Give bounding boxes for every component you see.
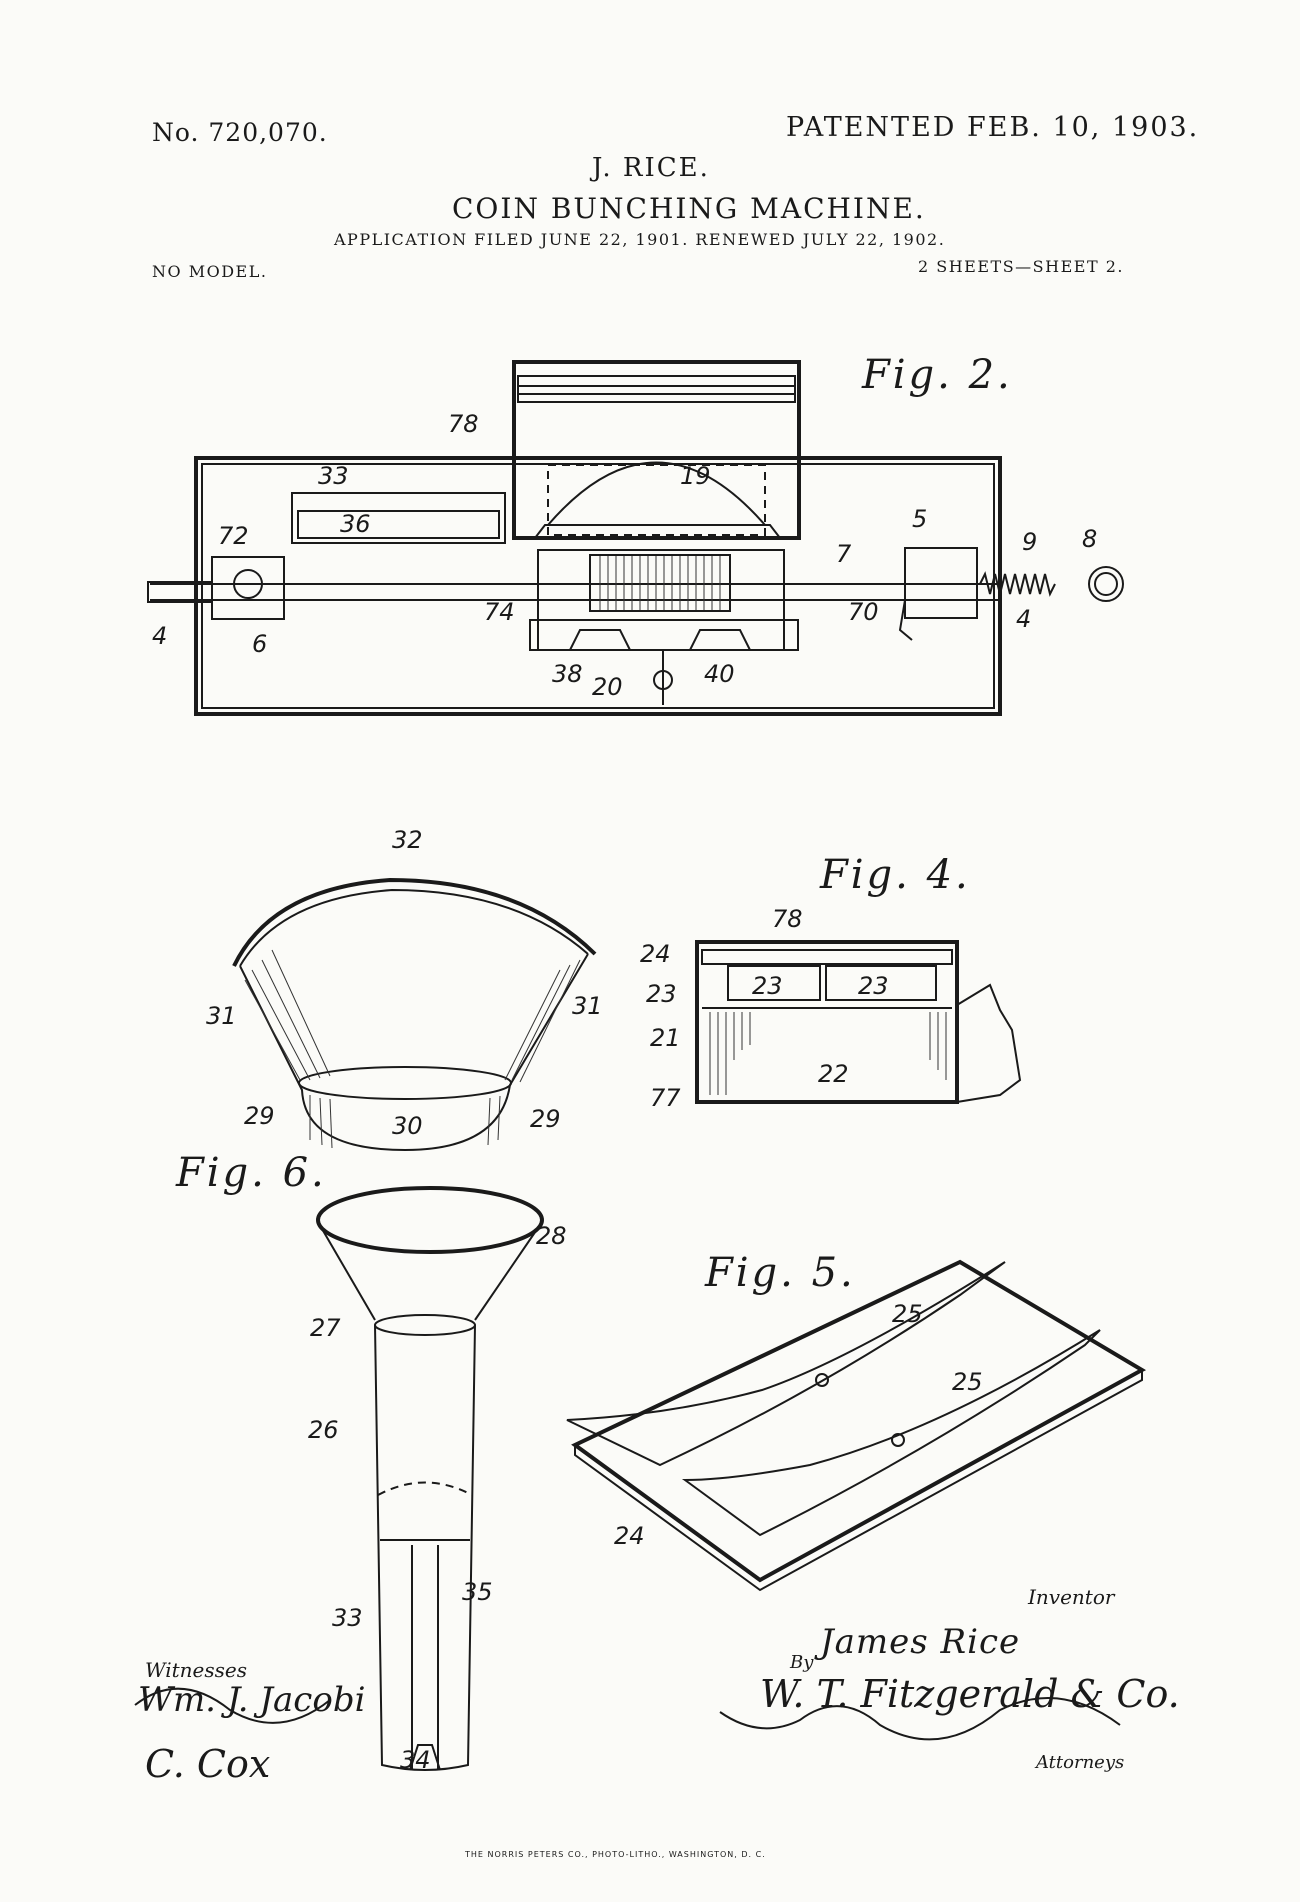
by-label: By xyxy=(790,1652,814,1673)
fig3-ref-29-left: 29 xyxy=(244,1102,275,1130)
fig4-ref-77: 77 xyxy=(650,1084,681,1112)
fig4-ref-24: 24 xyxy=(640,940,671,968)
inventor-signature: James Rice xyxy=(820,1622,1021,1662)
fig3-ref-32: 32 xyxy=(392,826,423,854)
witnesses-label: Witnesses xyxy=(145,1658,247,1682)
fig2-ref-6: 6 xyxy=(252,630,268,658)
fig4-ref-22: 22 xyxy=(818,1060,849,1088)
fig5-ref-25-lower: 25 xyxy=(952,1368,983,1396)
fig6-ref-33: 33 xyxy=(332,1604,363,1632)
fig2-ref-78: 78 xyxy=(448,410,479,438)
fig4-ref-23-left: 23 xyxy=(646,980,677,1008)
printer-credit: THE NORRIS PETERS CO., PHOTO-LITHO., WAS… xyxy=(465,1850,766,1859)
witness-2-signature: C. Cox xyxy=(145,1742,271,1786)
fig2-drawing xyxy=(147,360,1124,716)
fig2-ref-72: 72 xyxy=(218,522,249,550)
fig4-label: Fig. 4. xyxy=(820,852,971,898)
fig2-ref-8: 8 xyxy=(1082,525,1098,553)
fig2-ref-19: 19 xyxy=(680,462,711,490)
fig2-ref-20: 20 xyxy=(592,673,623,701)
inventor-label: Inventor xyxy=(1028,1585,1115,1609)
fig6-ref-27: 27 xyxy=(310,1314,341,1342)
model-note: NO MODEL. xyxy=(152,262,268,281)
fig5-ref-25-upper: 25 xyxy=(892,1300,923,1328)
fig2-ref-4-right: 4 xyxy=(1016,605,1032,633)
fig6-ref-26: 26 xyxy=(308,1416,339,1444)
fig3-ref-31-left: 31 xyxy=(206,1002,237,1030)
fig6-funnel xyxy=(316,1186,544,1771)
fig3-ref-29-right: 29 xyxy=(530,1105,561,1133)
patented-date: PATENTED FEB. 10, 1903. xyxy=(786,112,1200,143)
patent-title: COIN BUNCHING MACHINE. xyxy=(452,192,926,225)
fig4-ref-78: 78 xyxy=(772,905,803,933)
fig2-ref-70: 70 xyxy=(848,598,879,626)
fig4-ref-21: 21 xyxy=(650,1024,681,1052)
patent-number: No. 720,070. xyxy=(152,118,328,147)
fig6-ref-35: 35 xyxy=(462,1578,493,1606)
witness-1-signature: Wm. J. Jacobi xyxy=(138,1680,366,1720)
fig2-ref-36: 36 xyxy=(340,510,371,538)
fig6-ref-28: 28 xyxy=(536,1222,567,1250)
fig2-ref-5: 5 xyxy=(912,505,928,533)
fig2-ref-74: 74 xyxy=(484,598,515,626)
application-filed-line: APPLICATION FILED JUNE 22, 1901. RENEWED… xyxy=(334,230,946,249)
fig2-ref-7: 7 xyxy=(836,540,852,568)
witness-signature-flourish xyxy=(134,1687,331,1724)
fig4-ref-23-right: 23 xyxy=(858,972,889,1000)
fig2-ref-38: 38 xyxy=(552,660,583,688)
fig2-label: Fig. 2. xyxy=(862,352,1013,398)
fig5-plates xyxy=(566,1259,1147,1592)
fig2-ref-40: 40 xyxy=(704,660,735,688)
fig6-ref-34: 34 xyxy=(400,1746,431,1774)
fig5-label: Fig. 5. xyxy=(705,1250,856,1296)
fig3-ref-30: 30 xyxy=(392,1112,423,1140)
fig2-ref-4-left: 4 xyxy=(152,622,168,650)
fig6-label: Fig. 6. xyxy=(176,1150,327,1196)
attorneys-label: Attorneys xyxy=(1036,1752,1125,1773)
fig3-cup xyxy=(232,877,597,1152)
fig5-ref-24: 24 xyxy=(614,1522,645,1550)
inventor-name-header: J. RICE. xyxy=(592,153,710,183)
fig4-ref-23-middle: 23 xyxy=(752,972,783,1000)
fig4-section xyxy=(695,940,1022,1104)
fig2-ref-9: 9 xyxy=(1022,528,1038,556)
attorney-signature-flourish xyxy=(719,1697,1121,1741)
fig3-ref-31-right: 31 xyxy=(572,992,603,1020)
fig2-ref-33: 33 xyxy=(318,462,349,490)
attorney-signature: W. T. Fitzgerald & Co. xyxy=(760,1672,1180,1716)
sheet-note: 2 SHEETS—SHEET 2. xyxy=(918,257,1124,276)
